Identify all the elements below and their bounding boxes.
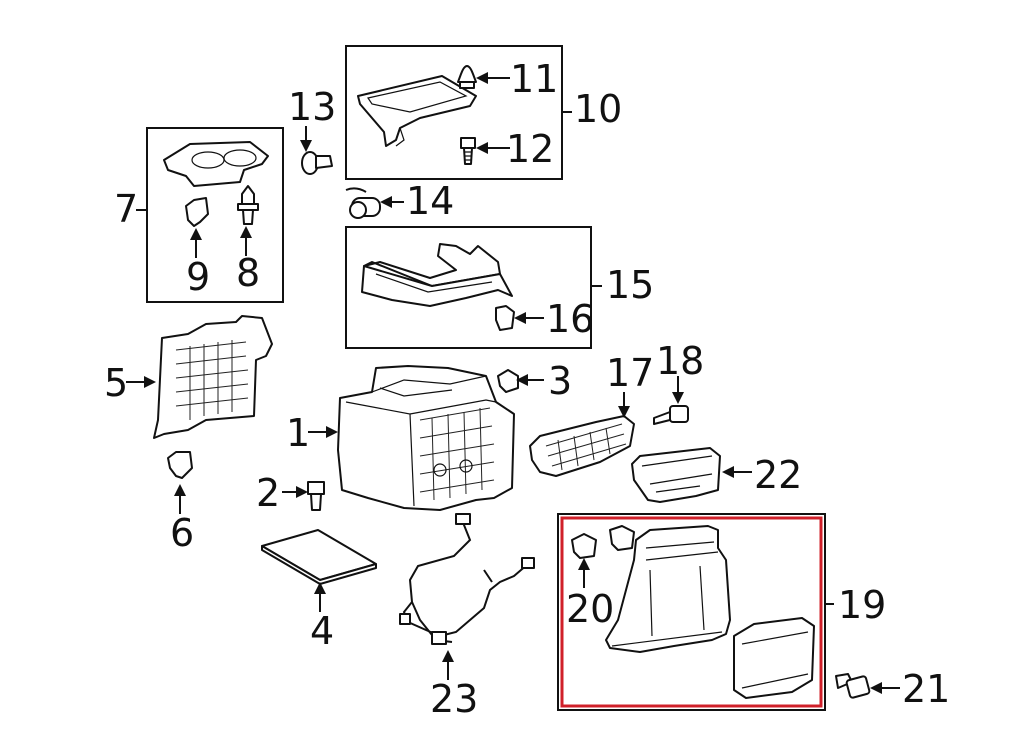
callout-10: 10 [574,87,622,131]
callout-16: 16 [546,297,594,341]
part-13-pin[interactable] [301,151,333,175]
callout-13: 13 [288,85,336,129]
part-19-cover[interactable] [733,617,815,699]
callout-19: 19 [838,583,886,627]
callout-12: 12 [506,127,554,171]
part-5-side-panel[interactable] [153,315,273,439]
part-11-clip[interactable] [457,65,477,89]
part-23-harness[interactable] [399,513,535,645]
part-22-tray[interactable] [631,447,721,503]
part-14-connector[interactable] [345,187,381,219]
part-6-clip[interactable] [167,451,193,479]
group-box-19[interactable] [557,513,826,711]
part-9-clip[interactable] [185,197,209,227]
callout-23: 23 [430,677,478,721]
callout-4: 4 [310,609,334,653]
callout-21: 21 [902,667,950,711]
part-18-screw[interactable] [653,405,689,425]
callout-labels: 1 2 3 4 5 6 7 8 9 10 11 12 13 14 15 16 1… [104,57,950,721]
callout-14: 14 [406,179,454,223]
part-4-mat[interactable] [261,529,377,585]
part-21-bolt[interactable] [835,673,871,699]
callout-5: 5 [104,361,128,405]
callout-2: 2 [256,471,280,515]
part-15-bezel[interactable] [361,243,513,307]
group-box-15 [345,226,592,349]
part-19-bracket[interactable] [605,525,731,653]
callout-1: 1 [286,411,310,455]
callout-22: 22 [754,453,802,497]
callout-9: 9 [186,255,210,299]
part-2-bolt[interactable] [307,481,325,511]
leader-lines [126,72,900,694]
callout-3: 3 [548,359,572,403]
callout-6: 6 [170,511,194,555]
callout-11: 11 [510,57,558,101]
callout-20: 20 [566,587,614,631]
callout-17: 17 [606,351,654,395]
part-3-clip[interactable] [497,369,519,393]
part-20-clips[interactable] [571,525,635,559]
part-17-grille[interactable] [529,415,635,477]
part-7-cupholder[interactable] [163,141,269,187]
part-12-bolt[interactable] [460,137,476,165]
part-16-clip[interactable] [495,305,515,331]
callout-15: 15 [606,263,654,307]
part-10-panel[interactable] [357,75,477,147]
part-8-bolt[interactable] [237,185,259,225]
callout-18: 18 [656,339,704,383]
callout-8: 8 [236,251,260,295]
callout-7: 7 [114,187,138,231]
group-box-7 [146,127,284,303]
part-1-console-box[interactable] [337,365,515,511]
group-box-19-highlight [560,516,823,708]
